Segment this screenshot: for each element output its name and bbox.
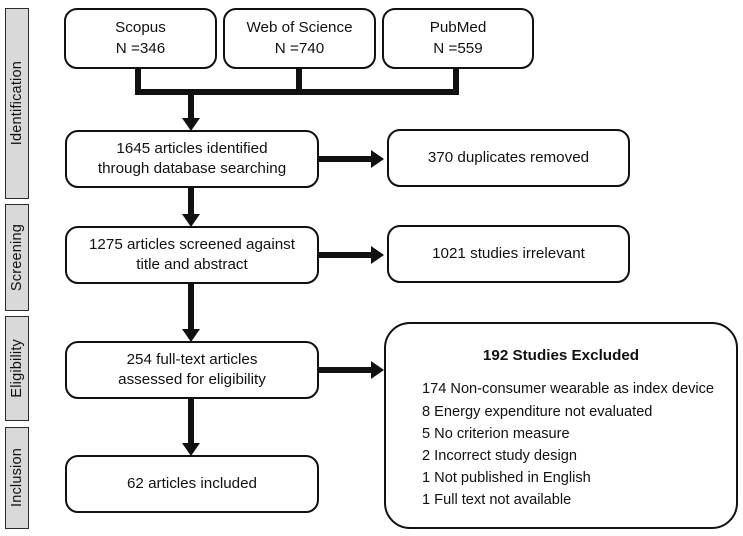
node-studies-excluded: 192 Studies Excluded 174 Non-consumer we… [384,322,738,529]
arrow-screened-to-irrelevant [371,246,384,264]
connector-pubmed-stem [453,69,459,94]
articles-screened-line2: title and abstract [136,256,248,273]
source-pubmed-name: PubMed [429,19,487,37]
stage-label-identification: Identification [5,8,29,199]
connector-identified-to-screened [188,188,194,215]
source-scopus-count: N =346 [115,39,166,57]
excluded-reason-item: 8 Energy expenditure not evaluated [422,403,653,420]
node-articles-identified: 1645 articles identified through databas… [65,130,319,188]
connector-merge-bar [135,89,459,95]
articles-identified-line2: through database searching [97,160,287,177]
excluded-reason-item: 1 Full text not available [422,492,572,509]
node-articles-screened: 1275 articles screened against title and… [65,226,319,284]
node-duplicates-removed: 370 duplicates removed [387,129,630,187]
fulltext-assessed-line1: 254 full-text articles [126,350,258,368]
connector-fulltext-to-excluded [319,367,373,373]
studies-excluded-title: 192 Studies Excluded [482,347,640,364]
node-articles-included: 62 articles included [65,455,319,513]
excluded-reason-item: 1 Not published in English [422,470,591,487]
excluded-reason-item: 174 Non-consumer wearable as index devic… [422,381,715,398]
source-wos-count: N =740 [274,39,325,57]
source-pubmed-count: N =559 [433,39,483,57]
stage-label-inclusion: Inclusion [5,427,29,529]
stage-label-identification-text: Identification [9,61,25,146]
duplicates-removed-text: 370 duplicates removed [427,148,590,166]
fulltext-assessed-line2: assessed for eligibility [118,371,266,388]
connector-fulltext-to-included [188,399,194,444]
node-source-pubmed: PubMed N =559 [382,8,534,69]
connector-merge-down-stem [188,89,194,119]
stage-label-screening-text: Screening [9,223,25,292]
arrow-identified-to-screened [182,214,200,227]
excluded-reason-item: 2 Incorrect study design [422,447,577,464]
stage-label-inclusion-text: Inclusion [9,448,25,508]
source-wos-name: Web of Science [246,19,353,37]
arrow-fulltext-to-excluded [371,361,384,379]
arrow-screened-to-fulltext [182,329,200,342]
stage-label-screening: Screening [5,204,29,311]
stage-label-eligibility: Eligibility [5,316,29,421]
arrow-fulltext-to-included [182,443,200,456]
node-studies-irrelevant: 1021 studies irrelevant [387,225,630,283]
articles-included-text: 62 articles included [126,474,257,492]
source-scopus-name: Scopus [115,19,166,37]
connector-screened-to-fulltext [188,284,194,330]
node-source-scopus: Scopus N =346 [64,8,217,69]
stage-label-eligibility-text: Eligibility [9,339,25,398]
arrow-merge-to-identified [182,118,200,131]
connector-scopus-stem [135,69,141,94]
studies-excluded-reason-list: 174 Non-consumer wearable as index devic… [392,378,730,511]
node-source-web-of-science: Web of Science N =740 [223,8,376,69]
connector-wos-stem [296,69,302,94]
excluded-reason-item: 5 No criterion measure [422,425,570,442]
studies-irrelevant-text: 1021 studies irrelevant [432,244,585,262]
connector-screened-to-irrelevant [319,252,373,258]
node-fulltext-assessed: 254 full-text articles assessed for elig… [65,341,319,399]
arrow-identified-to-duplicates [371,150,384,168]
connector-identified-to-duplicates [319,156,373,162]
articles-identified-line1: 1645 articles identified [116,139,268,157]
articles-screened-line1: 1275 articles screened against [88,235,295,253]
